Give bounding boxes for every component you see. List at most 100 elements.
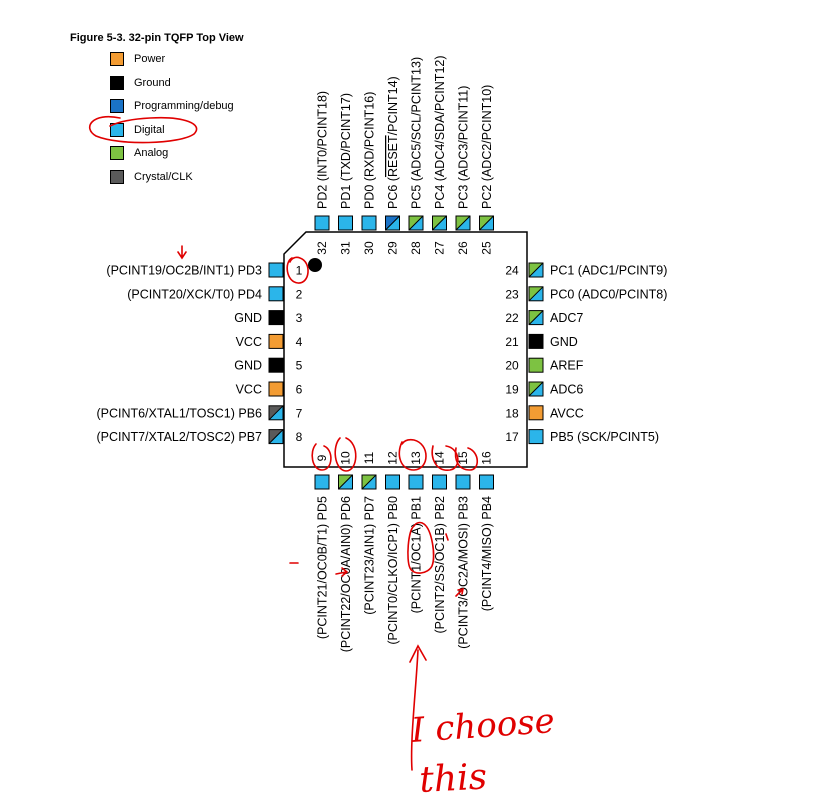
pin-21-square xyxy=(528,333,544,349)
pin-13-square xyxy=(408,474,424,490)
pin-label-top: PD1 (TXD/PCINT17) xyxy=(339,93,353,209)
figure-title: Figure 5-3. 32-pin TQFP Top View xyxy=(70,32,244,44)
pin-label-left: VCC xyxy=(236,383,262,397)
pin-number: 19 xyxy=(505,383,519,397)
pin-17-square xyxy=(528,429,544,445)
pin-number: 18 xyxy=(505,406,519,420)
pin-22-square xyxy=(528,310,544,326)
pin-number: 20 xyxy=(505,359,519,373)
pin-32-square xyxy=(314,215,330,231)
pin-12-square xyxy=(385,474,400,490)
pin-30-square xyxy=(361,215,377,231)
pin-label-bottom: (PCINT22/OC0A/AIN0) PD6 xyxy=(339,496,353,652)
pin-number: 29 xyxy=(386,241,400,255)
pin-24-square xyxy=(528,262,544,278)
pin-29-square xyxy=(385,215,400,231)
highlight-circle-digital xyxy=(89,115,198,144)
legend-label: Crystal/CLK xyxy=(134,171,193,183)
pin-label-right: ADC7 xyxy=(550,311,583,325)
pin-number: 6 xyxy=(296,383,303,397)
pin-19-square xyxy=(528,381,544,397)
pin-number: 30 xyxy=(362,241,376,255)
legend-label: Ground xyxy=(134,77,171,89)
pin-number: 14 xyxy=(433,451,447,465)
pin-label-bottom: (PCINT4/MISO) PB4 xyxy=(480,496,494,611)
pin-label-right: ADC6 xyxy=(550,383,583,397)
pin-31-square xyxy=(338,215,353,231)
pin-number: 10 xyxy=(339,451,353,465)
pin-28-square xyxy=(408,215,424,231)
pin-number: 17 xyxy=(505,430,519,444)
legend-label: Programming/debug xyxy=(134,100,234,112)
legend-item-power: Power xyxy=(110,52,270,68)
legend-item-ground: Ground xyxy=(110,76,270,92)
pin-26-square xyxy=(455,215,471,231)
arrow-up-to-oc1a xyxy=(409,644,427,771)
legend-swatch-analog xyxy=(110,146,124,160)
pin-1-square xyxy=(268,262,284,278)
pin-label-bottom: (PCINT21/OC0B/T1) PD5 xyxy=(316,496,330,639)
pin-label-left: (PCINT20/XCK/T0) PD4 xyxy=(127,287,262,301)
legend-swatch-programming xyxy=(110,99,124,113)
pin-16-square xyxy=(479,474,494,490)
pin-label-top: PC4 (ADC4/SDA/PCINT12) xyxy=(433,55,447,209)
pin-label-right: AREF xyxy=(550,359,584,373)
pin-7-square xyxy=(268,405,284,421)
legend-item-programming: Programming/debug xyxy=(110,99,270,115)
handwritten-note-line2: this xyxy=(418,757,488,799)
highlight-circle-pin15 xyxy=(454,447,479,471)
pin-number: 31 xyxy=(339,241,353,255)
highlight-circle-pin1 xyxy=(286,256,309,284)
pin-8-square xyxy=(268,429,284,445)
highlight-circle-pin13 xyxy=(398,438,427,471)
pin-number: 12 xyxy=(386,451,400,465)
pin-label-left: (PCINT6/XTAL1/TOSC1) PB6 xyxy=(96,406,262,420)
pin-number: 23 xyxy=(505,287,519,301)
pin-number: 3 xyxy=(296,311,303,325)
pin-label-left: GND xyxy=(234,359,262,373)
pin-number: 1 xyxy=(296,264,303,278)
pin-number: 2 xyxy=(296,287,303,301)
pin-11-square xyxy=(361,474,377,490)
highlight-circle-pin9 xyxy=(311,443,332,471)
legend-item-crystal: Crystal/CLK xyxy=(110,170,270,186)
pin-18-square xyxy=(528,405,544,421)
pin-4-square xyxy=(268,333,284,349)
pin-label-top: PD0 (RXD/PCINT16) xyxy=(363,92,377,209)
pin-number: 21 xyxy=(505,335,519,349)
pin-5-square xyxy=(268,357,284,373)
pin-label-right: GND xyxy=(550,335,578,349)
pin-label-top: PC6 (RESET/PCINT14) xyxy=(386,76,400,209)
pin-15-square xyxy=(455,474,471,490)
pin-number: 9 xyxy=(315,454,329,461)
pin-number: 22 xyxy=(505,311,519,325)
pin-label-bottom: (PCINT3/OC2A/MOSI) PB3 xyxy=(457,496,471,649)
legend-swatch-ground xyxy=(110,76,124,90)
legend-label: Analog xyxy=(134,147,169,159)
highlight-circle-pin10 xyxy=(334,437,357,472)
pin-number: 8 xyxy=(296,430,303,444)
pin-number: 32 xyxy=(315,241,329,255)
pin-number: 25 xyxy=(480,241,494,255)
pin-label-left: (PCINT19/OC2B/INT1) PD3 xyxy=(106,264,262,278)
pin-label-right: PC0 (ADC0/PCINT8) xyxy=(550,287,667,301)
pin-number: 11 xyxy=(362,451,376,464)
legend-label: Digital xyxy=(134,124,165,136)
pin1-indicator-dot xyxy=(308,258,322,272)
pin-label-bottom: (PCINT1/OC1A) PB1 xyxy=(410,496,424,613)
pin-label-right: PC1 (ADC1/PCINT9) xyxy=(550,264,667,278)
pin-label-right: AVCC xyxy=(550,406,584,420)
pin-label-bottom: (PCINT0/CLKO/ICP1) PB0 xyxy=(386,496,400,645)
pin-6-square xyxy=(268,381,284,397)
pin-number: 15 xyxy=(456,451,470,465)
arrow-mosi xyxy=(455,587,465,597)
pin-label-top: PC2 (ADC2/PCINT10) xyxy=(480,85,494,209)
pin-label-right: PB5 (SCK/PCINT5) xyxy=(550,430,659,444)
pin-number: 7 xyxy=(296,406,303,420)
pin-label-top: PD2 (INT0/PCINT18) xyxy=(316,91,330,209)
arrow-oc1b xyxy=(445,533,449,541)
pin-20-square xyxy=(528,357,544,373)
handwritten-note-line1: I choose xyxy=(409,701,556,751)
legend-label: Power xyxy=(134,53,166,65)
